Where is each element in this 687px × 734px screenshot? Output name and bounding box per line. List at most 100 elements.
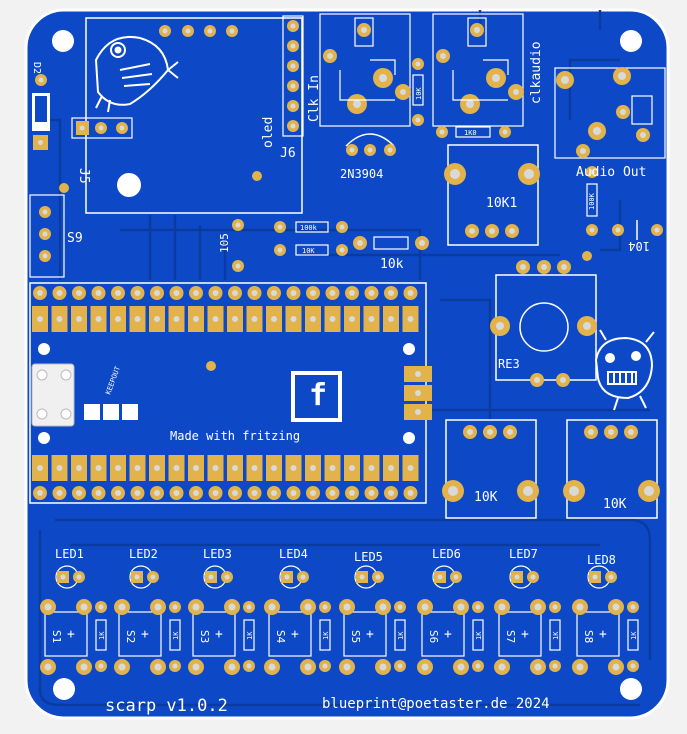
switch-polarity-label: +	[599, 627, 607, 642]
switch-polarity-label: +	[291, 627, 299, 642]
switch-label: S8	[582, 630, 595, 643]
led-label: LED2	[129, 547, 158, 561]
board-title: scarp v1.0.2	[105, 696, 228, 716]
label-pot-left: 10K	[474, 490, 498, 505]
mcu-mount-hole	[403, 343, 415, 355]
label-105: 105	[218, 233, 231, 253]
pot-10k-right	[563, 419, 660, 519]
resistor-label: 1K	[630, 631, 638, 640]
pot-10k-left	[442, 419, 539, 519]
via	[582, 251, 592, 261]
monster-doodle-icon	[594, 329, 655, 411]
mounting-hole-tr	[620, 30, 642, 52]
switch-label: S2	[124, 630, 137, 643]
label-10k-vert: 10K	[415, 87, 423, 100]
capacitor-105	[232, 219, 244, 272]
resistor-label: 1K	[552, 631, 560, 640]
label-clk-in: Clk In	[307, 75, 322, 122]
switch-label: S1	[50, 630, 63, 643]
switch-outline	[44, 611, 88, 657]
jack-audio-out	[554, 67, 666, 159]
via	[59, 183, 69, 193]
label-audio-out: Audio Out	[576, 165, 646, 180]
mounting-hole-bl	[53, 678, 75, 700]
j6-header-outline	[282, 15, 304, 137]
label-clkaudio: clkaudio	[529, 41, 544, 104]
resistor-100k-mid	[274, 221, 348, 233]
switch-outline	[268, 611, 312, 657]
mcu-header-bottom	[32, 455, 419, 500]
led-label: LED7	[509, 547, 538, 561]
label-pot-right: 10K	[603, 497, 627, 512]
s9-switch-pads	[39, 206, 51, 262]
oled-module-outline	[85, 17, 303, 214]
label-10k1: 10K1	[486, 196, 517, 211]
resistor-10k-vertical	[412, 58, 424, 126]
switch-outline	[576, 611, 620, 657]
switch-polarity-label: +	[444, 627, 452, 642]
j5-header-outline	[71, 117, 133, 139]
via	[206, 361, 216, 371]
label-j6: J6	[280, 146, 296, 161]
mcu-mount-hole	[403, 432, 415, 444]
rotary-encoder-re3	[490, 260, 597, 387]
switch-polarity-label: +	[366, 627, 374, 642]
label-104: 104	[628, 239, 650, 253]
j6-header-pads	[287, 20, 299, 132]
led-label: LED6	[432, 547, 461, 561]
label-re3: RE3	[498, 357, 520, 371]
resistor-label: 1K	[322, 631, 330, 640]
label-s9: S9	[67, 231, 83, 246]
label-10k-mid: 10K	[302, 247, 315, 255]
label-100k-vert: 100K	[588, 192, 596, 210]
label-j5: J5	[76, 168, 91, 184]
transistor-2n3904	[345, 133, 396, 156]
label-10k-large: 10k	[380, 257, 404, 272]
via	[252, 171, 262, 181]
switch-label: S6	[427, 630, 440, 643]
switch-outline	[498, 611, 542, 657]
board-substrate	[24, 8, 670, 720]
led-label: LED5	[354, 550, 383, 564]
keepout-pad	[122, 404, 138, 420]
jack-clk-in	[319, 13, 411, 127]
mcu-mount-hole	[38, 343, 50, 355]
capacitor-104	[612, 220, 663, 240]
led-row: LED1S1+1KLED2S2+1KLED3S3+1KLED4S4+1KLED5…	[40, 547, 639, 675]
led-label: LED8	[587, 553, 616, 567]
board-credit: blueprint@poetaster.de 2024	[322, 696, 550, 712]
resistor-100k	[586, 166, 598, 236]
switch-outline	[421, 611, 465, 657]
switch-polarity-label: +	[215, 627, 223, 642]
keepout-pad	[84, 404, 100, 420]
mounting-hole-br	[620, 678, 642, 700]
jack-clkaudio	[432, 13, 524, 127]
switch-polarity-label: +	[67, 627, 75, 642]
label-2n3904: 2N3904	[340, 167, 383, 181]
resistor-label: 1K	[172, 631, 180, 640]
resistor-label: 1K	[246, 631, 254, 640]
fish-doodle-icon	[94, 36, 179, 113]
s9-switch-outline	[29, 194, 65, 278]
switch-polarity-label: +	[141, 627, 149, 642]
switch-label: S4	[274, 630, 287, 644]
mcu-mount-hole	[38, 432, 50, 444]
fritzing-caption: Made with fritzing	[170, 429, 300, 443]
resistor-label: 1K	[475, 631, 483, 640]
j5-header-pads	[76, 121, 128, 135]
resistor-1k0	[436, 126, 511, 138]
switch-outline	[192, 611, 236, 657]
mounting-holes	[52, 30, 642, 700]
oled-header-pads	[159, 25, 238, 37]
label-d2: D2	[31, 62, 42, 74]
fritzing-logo-letter: f	[309, 378, 327, 413]
led-label: LED1	[55, 547, 84, 561]
